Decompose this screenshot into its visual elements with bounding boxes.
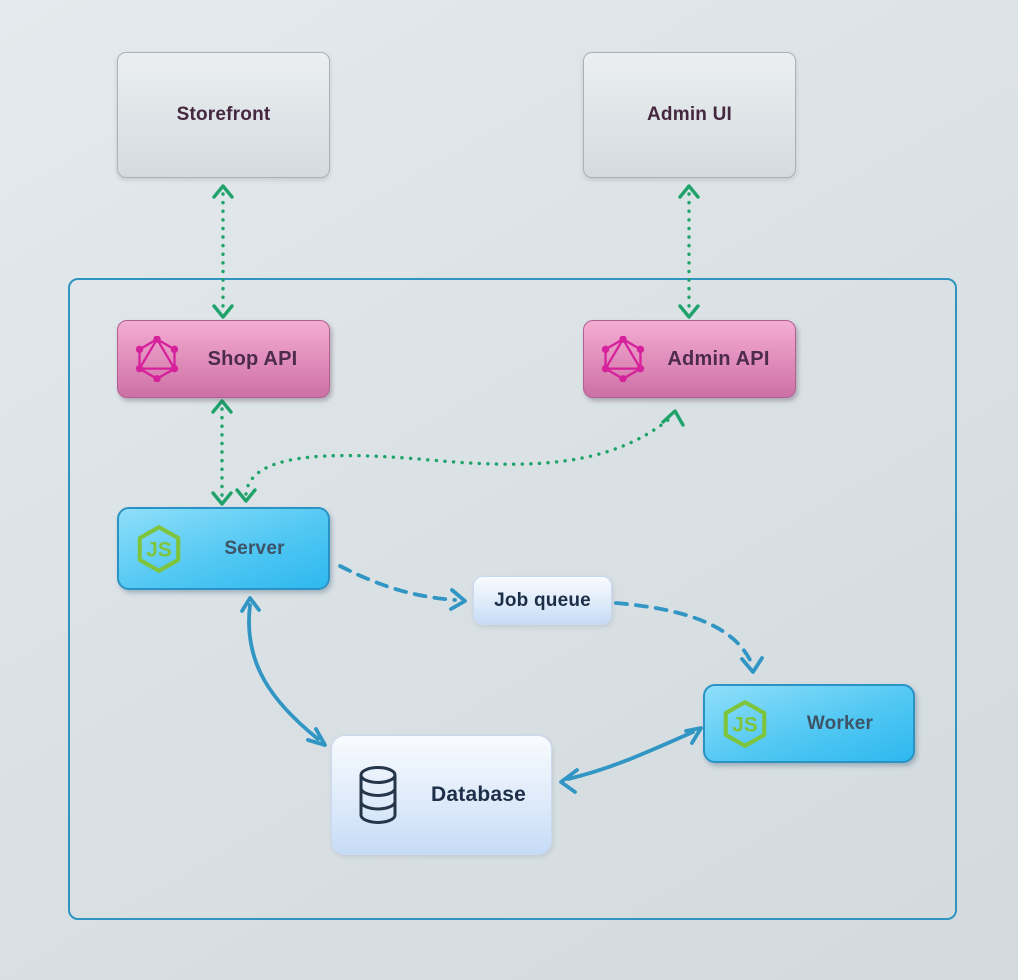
node-server-label: Server [224, 537, 285, 559]
backend-boundary-box [68, 278, 957, 920]
node-admin-ui: Admin UI [583, 52, 796, 178]
node-storefront: Storefront [117, 52, 330, 178]
node-worker: JS Worker [703, 684, 915, 763]
node-database: Database [331, 735, 552, 855]
node-worker-label: Worker [806, 712, 874, 734]
node-job-queue: Job queue [473, 576, 612, 625]
svg-text:JS: JS [146, 538, 172, 561]
nodejs-icon: JS [133, 523, 185, 575]
node-admin-api: Admin API [583, 320, 796, 398]
node-admin-ui-label: Admin UI [647, 104, 732, 125]
node-database-label: Database [431, 783, 526, 806]
node-shop-api: Shop API [117, 320, 330, 398]
node-shop-api-label: Shop API [207, 347, 298, 370]
node-admin-api-label: Admin API [667, 347, 770, 370]
node-storefront-label: Storefront [176, 104, 271, 125]
node-job-queue-label: Job queue [494, 589, 591, 611]
node-server: JS Server [117, 507, 330, 590]
svg-text:JS: JS [732, 713, 758, 736]
graphql-icon [134, 336, 180, 382]
graphql-icon [600, 336, 646, 382]
database-icon [354, 764, 402, 826]
nodejs-icon: JS [719, 698, 771, 750]
